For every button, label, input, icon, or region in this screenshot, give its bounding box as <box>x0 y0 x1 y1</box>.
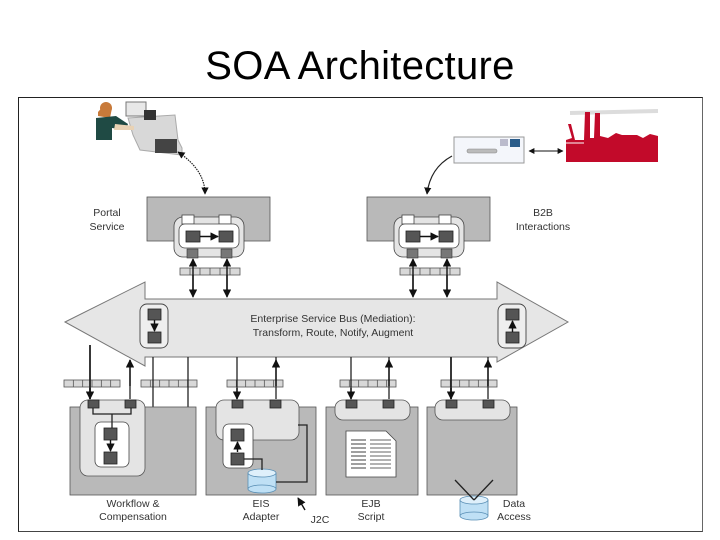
data-access-label-1: Data <box>503 498 525 510</box>
wire <box>473 479 494 501</box>
service-node <box>345 399 358 409</box>
script-document-icon <box>345 430 397 478</box>
export-port <box>218 214 232 225</box>
wire <box>454 479 475 501</box>
esb-mediation-node-left <box>139 303 169 349</box>
esb-mediation-node-right <box>497 303 527 349</box>
export-port <box>438 214 452 225</box>
import-port <box>406 248 419 259</box>
import-port <box>220 248 233 259</box>
portal-service-label-2: Service <box>89 221 124 233</box>
wire <box>276 424 308 483</box>
data-access-database-bottom <box>459 511 489 521</box>
service-node <box>218 230 234 243</box>
service-node <box>185 230 201 243</box>
service-node <box>269 399 282 409</box>
service-node <box>124 399 137 409</box>
export-port <box>181 214 195 225</box>
service-node <box>438 230 454 243</box>
service-node <box>87 399 100 409</box>
import-port <box>440 248 453 259</box>
service-node <box>505 308 520 321</box>
service-node <box>231 399 244 409</box>
ejb-label-2: Script <box>358 511 385 523</box>
eis-database-top <box>247 468 277 478</box>
diagram-frame <box>18 97 703 532</box>
slide-title: SOA Architecture <box>205 44 515 88</box>
esb-subtitle: Transform, Route, Notify, Augment <box>253 327 414 339</box>
b2b-device-link <box>424 155 453 195</box>
network-device-icon <box>453 136 525 164</box>
workflow-label-2: Compensation <box>99 511 167 523</box>
data-access-label-2: Access <box>497 511 531 523</box>
portal-service-label-1: Portal <box>93 207 120 219</box>
service-node <box>147 308 162 321</box>
service-node <box>505 331 520 344</box>
service-node <box>147 331 162 344</box>
export-port <box>401 214 415 225</box>
service-node <box>482 399 495 409</box>
eis-label-2: Adapter <box>243 511 280 523</box>
enterprise-service-bus <box>63 281 570 367</box>
service-node <box>103 451 118 465</box>
user-at-workstation-icon <box>96 101 183 156</box>
portal-service-box <box>146 196 271 298</box>
b2b-label-1: B2B <box>533 207 553 219</box>
service-node <box>405 230 421 243</box>
ejb-label-1: EJB <box>361 498 380 510</box>
workflow-label-1: Workflow & <box>107 498 160 510</box>
import-port <box>186 248 199 259</box>
data-access-container <box>426 406 518 496</box>
wire <box>244 458 263 470</box>
eis-database-bottom <box>247 484 277 494</box>
portal-user-link <box>177 151 209 195</box>
service-node <box>382 399 395 409</box>
service-node <box>445 399 458 409</box>
b2b-interactions-box <box>366 196 491 298</box>
bottom-components <box>69 399 518 521</box>
eis-label-1: EIS <box>253 498 270 510</box>
factory-icon <box>566 109 659 162</box>
service-node <box>103 427 118 441</box>
j2c-pointer <box>297 497 306 511</box>
b2b-label-2: Interactions <box>516 221 570 233</box>
service-node <box>230 428 245 442</box>
esb-title: Enterprise Service Bus (Mediation): <box>250 313 415 325</box>
j2c-label: J2C <box>311 514 330 526</box>
service-node <box>230 452 245 466</box>
